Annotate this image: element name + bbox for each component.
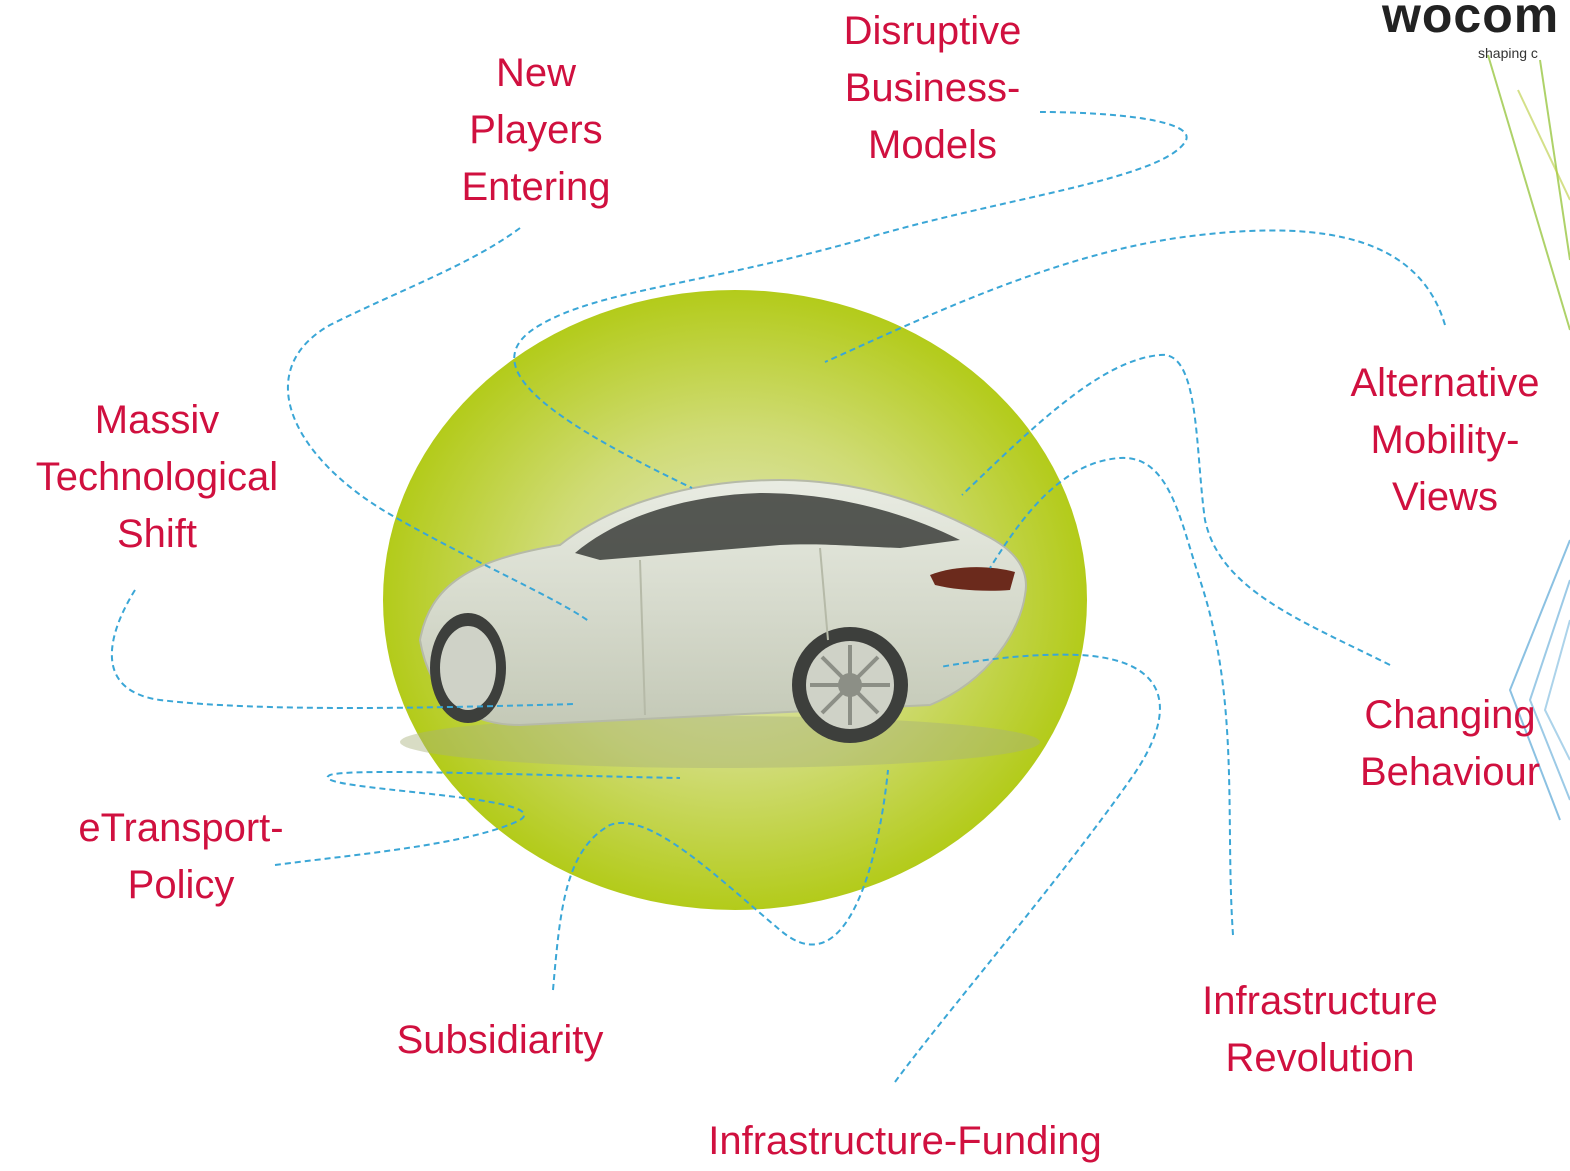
label-changing-behaviour: Changing Behaviour	[1359, 693, 1541, 794]
label-alternative-mobility-views: Alternative Mobility- Views	[1350, 361, 1540, 519]
connector-etransport	[274, 770, 681, 866]
connector-infra-funding	[894, 653, 1161, 1083]
car-icon	[400, 478, 1040, 768]
label-infrastructure-revolution: Infrastructure Revolution	[1202, 979, 1438, 1080]
label-massiv-technological-shift: Massiv Technological Shift	[35, 398, 279, 556]
connector-alternative	[824, 229, 1446, 363]
label-etransport-policy: eTransport- Policy	[78, 806, 284, 907]
logo-tagline: shaping c	[1478, 45, 1538, 61]
label-new-players-entering: New Players Entering	[461, 51, 611, 209]
connector-infra-revolution	[989, 456, 1234, 936]
connector-subsidiarity	[552, 769, 889, 991]
connector-massiv	[110, 589, 576, 709]
connector-disruptive	[513, 111, 1188, 489]
connector-new-players	[287, 227, 591, 623]
logo-wordmark: wocom	[1382, 0, 1560, 43]
logo-lines-icon	[1487, 54, 1570, 821]
label-subsidiarity: Subsidiarity	[396, 1018, 604, 1062]
label-infrastructure-funding: Infrastructure-Funding	[708, 1119, 1102, 1163]
connector-changing	[961, 353, 1391, 666]
label-disruptive-business-models: Disruptive Business- Models	[843, 9, 1022, 167]
